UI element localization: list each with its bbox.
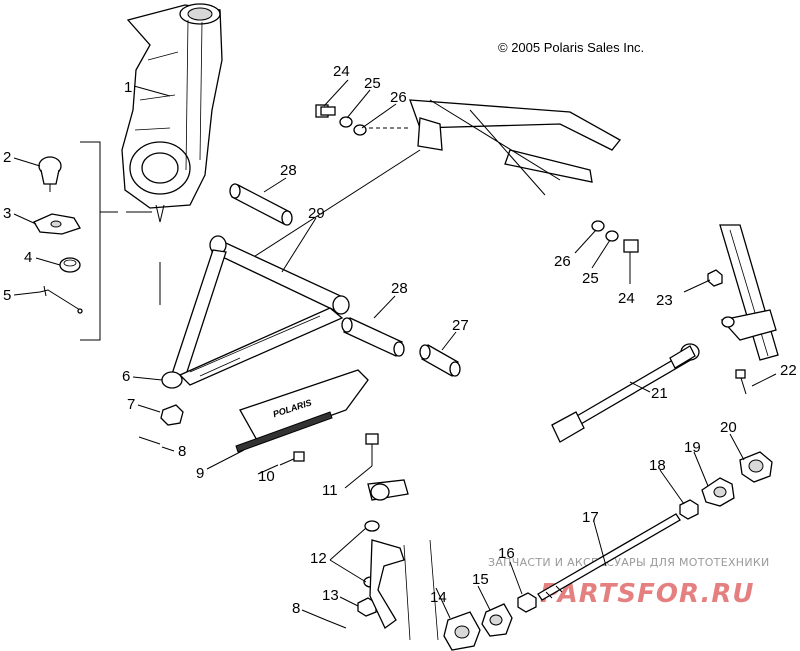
group-bracket <box>80 141 101 341</box>
callout-14: 14 <box>430 589 447 606</box>
part-1-spindle <box>121 3 223 223</box>
callout-9: 9 <box>196 465 204 482</box>
callout-28-lower: 28 <box>391 280 408 297</box>
steering-post <box>719 224 779 361</box>
part-7-nut <box>160 404 184 426</box>
part-28-bushing-upper <box>229 183 293 226</box>
copyright-text: © 2005 Polaris Sales Inc. <box>498 40 644 55</box>
callout-2: 2 <box>3 149 11 166</box>
part-25-washer-mid <box>605 230 619 242</box>
part-22-bolt <box>735 369 747 395</box>
watermark-logo: PARTSFOR.RU <box>540 579 754 609</box>
callout-18: 18 <box>649 457 666 474</box>
part-29-a-arm <box>161 235 350 389</box>
callout-1: 1 <box>124 79 132 96</box>
part-2-ball-joint <box>38 156 62 192</box>
callout-7: 7 <box>127 396 135 413</box>
callout-8-lower: 8 <box>292 600 300 617</box>
part-25-washer-top <box>339 116 353 128</box>
part-17-tie-rod <box>537 513 681 601</box>
callout-10: 10 <box>258 468 275 485</box>
part-24-bolt-top <box>315 104 336 118</box>
callout-4: 4 <box>24 249 32 266</box>
callout-26-mid: 26 <box>554 253 571 270</box>
part-10-bolt <box>279 451 305 466</box>
part-8-cotter-pin-upper <box>138 436 161 445</box>
callout-23: 23 <box>656 292 673 309</box>
part-13-nut <box>357 597 377 617</box>
leader-lines <box>13 79 777 621</box>
part-27-tube <box>419 344 461 377</box>
callout-24-top: 24 <box>333 63 350 80</box>
linkage-clamp <box>367 479 409 501</box>
part-24-bolt-mid <box>623 239 639 253</box>
part-4-ring <box>59 257 81 273</box>
callout-8-upper: 8 <box>178 443 186 460</box>
part-5-pin <box>39 285 83 314</box>
part-15-socket <box>481 603 513 637</box>
frame <box>355 99 621 196</box>
callout-17: 17 <box>582 509 599 526</box>
callout-22: 22 <box>780 362 797 379</box>
callout-28-upper: 28 <box>280 162 297 179</box>
part-20-boot <box>739 451 773 483</box>
callout-25-mid: 25 <box>582 270 599 287</box>
part-18-nut <box>679 499 699 520</box>
callout-26-top: 26 <box>390 89 407 106</box>
part-23-nut <box>707 269 723 287</box>
callout-20: 20 <box>720 419 737 436</box>
callout-19: 19 <box>684 439 701 456</box>
callout-24-mid: 24 <box>618 290 635 307</box>
callout-12: 12 <box>310 550 327 567</box>
callout-numbers: 1 2 3 4 5 6 7 8 9 10 11 12 13 8 14 15 16… <box>3 63 797 617</box>
part-26-nut-mid <box>591 220 605 232</box>
callout-27: 27 <box>452 317 469 334</box>
part-28-bushing-lower <box>341 317 405 357</box>
callout-5: 5 <box>3 287 11 304</box>
callout-21: 21 <box>651 385 668 402</box>
part-3-plate <box>33 213 81 235</box>
watermark-tagline: ЗАПЧАСТИ И АКСЕССУАРЫ ДЛЯ МОТОТЕХНИКИ <box>488 556 770 569</box>
callout-11: 11 <box>322 482 338 499</box>
part-12-washer-upper <box>364 520 380 532</box>
leader-29 <box>251 149 421 259</box>
part-21-tie-rod <box>551 343 700 443</box>
callout-25-top: 25 <box>364 75 381 92</box>
part-14-socket <box>443 611 481 651</box>
callout-15: 15 <box>472 571 489 588</box>
part-16-nut <box>517 592 537 613</box>
callout-29: 29 <box>308 205 325 222</box>
part-9-guard: POLARIS <box>235 369 369 453</box>
callout-13: 13 <box>322 587 339 604</box>
callout-3: 3 <box>3 205 11 222</box>
part-11-bolt <box>365 433 379 466</box>
callout-6: 6 <box>122 368 130 385</box>
steering-column-bracket <box>369 539 439 641</box>
callout-16: 16 <box>498 545 515 562</box>
part-8-cotter-pin-lower <box>325 619 347 629</box>
part-19-rod-end <box>701 477 735 507</box>
